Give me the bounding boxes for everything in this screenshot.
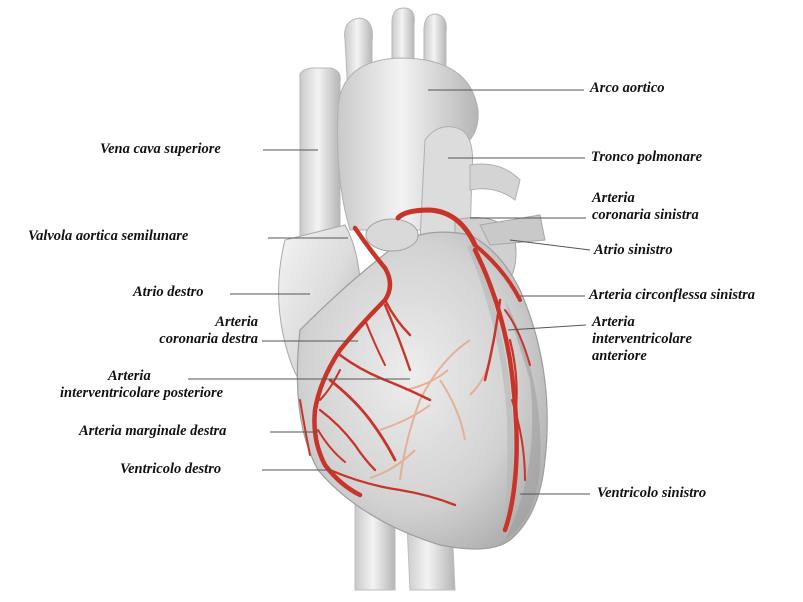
label-valvola-aortica-semilunare: Valvola aortica semilunare — [28, 228, 188, 245]
label-arteria-circonflessa-sinistra: Arteria circonflessa sinistra — [589, 287, 755, 304]
label-arteria-interventricolare-anteriore: Arteria interventricolare anteriore — [592, 314, 692, 365]
label-line: anteriore — [592, 348, 692, 365]
label-arteria-coronaria-sinistra: Arteria coronaria sinistra — [592, 190, 699, 224]
label-line: coronaria destra — [130, 331, 258, 348]
label-ventricolo-sinistro: Ventricolo sinistro — [597, 485, 706, 502]
label-line: Arteria — [592, 190, 699, 207]
label-line: Arteria — [60, 368, 223, 385]
label-line: interventricolare — [592, 331, 692, 348]
label-tronco-polmonare: Tronco polmonare — [591, 149, 702, 166]
label-vena-cava-superiore: Vena cava superiore — [100, 141, 221, 158]
label-line: interventricolare posteriore — [60, 385, 223, 402]
label-ventricolo-destro: Ventricolo destro — [120, 461, 221, 478]
label-line: coronaria sinistra — [592, 207, 699, 224]
label-arteria-interventricolare-posteriore: Arteria interventricolare posteriore — [60, 368, 223, 402]
label-line: Arteria — [130, 314, 258, 331]
label-arco-aortico: Arco aortico — [590, 80, 665, 97]
label-atrio-destro: Atrio destro — [133, 284, 204, 301]
label-line: Arteria — [592, 314, 692, 331]
label-arteria-coronaria-destra: Arteria coronaria destra — [130, 314, 258, 348]
aortic-valve — [366, 219, 418, 251]
label-arteria-marginale-destra: Arteria marginale destra — [79, 423, 226, 440]
pulmonary-artery-left — [470, 164, 520, 200]
label-atrio-sinistro: Atrio sinistro — [594, 242, 673, 259]
